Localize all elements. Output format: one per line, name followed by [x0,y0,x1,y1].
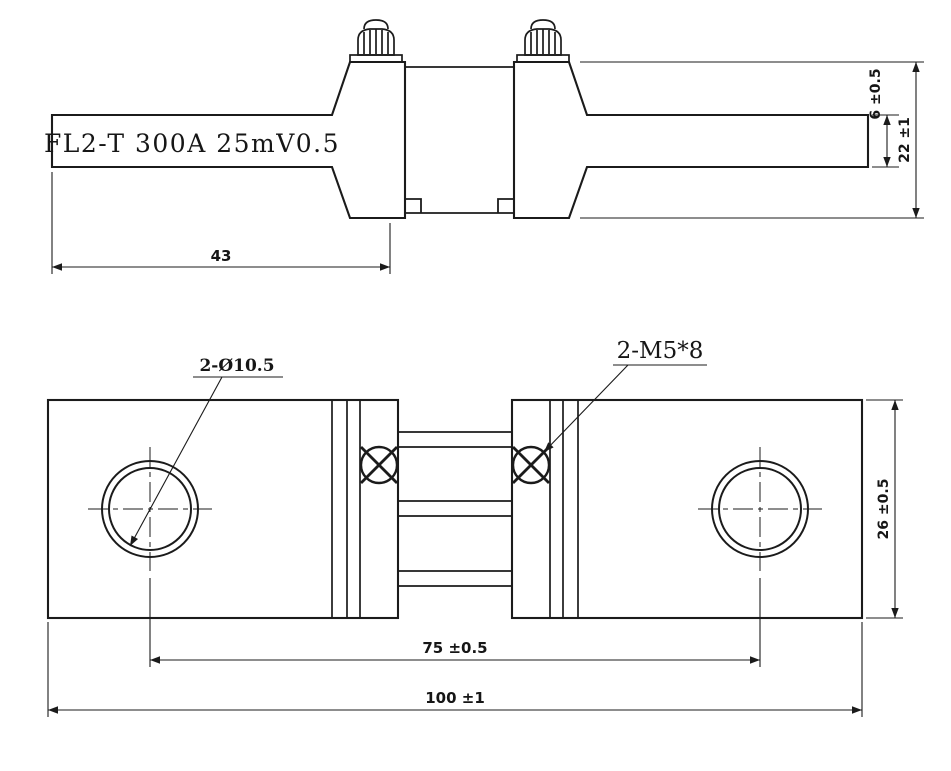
dim-overall-height [580,61,924,219]
right-block-outline [510,398,864,620]
callout-holes-leader [129,376,283,547]
resistive-element-side [405,66,514,214]
dim-blade-length-text: 43 [211,247,232,265]
resistive-straps-plan [398,431,512,587]
left-block-outline [46,398,400,620]
side-view-outlines [50,18,870,220]
left-terminal-outline [50,60,407,220]
callout-holes-text: 2-Ø10.5 [199,356,274,376]
side-view [50,18,924,274]
callout-screws-leader [543,364,707,453]
dim-blade-thickness [872,114,899,168]
clamp-plate-edges [331,400,579,618]
dim-blade-length [51,172,391,274]
hole-centerlines [88,447,822,571]
dim-overall-width-text: 26 ±0.5 [876,479,892,540]
plan-view-dimension-lines [47,364,903,717]
callout-screws-text: 2-M5*8 [617,338,704,364]
dim-overall-width [866,399,903,619]
side-view-dimension-lines [51,61,924,274]
dim-hole-spacing-text: 75 ±0.5 [422,639,487,657]
dim-overall-length-text: 100 ±1 [425,689,485,707]
dim-blade-thickness-text: 6 ±0.5 [868,68,884,119]
terminal-screw-side-right [515,18,571,64]
drawing-labels: FL2-T 300A 25mV0.5 43 6 ±0.5 22 ±1 2-Ø10… [44,68,913,707]
screw-plan-left [359,445,399,485]
part-label: FL2-T 300A 25mV0.5 [44,129,340,158]
dim-overall-height-text: 22 ±1 [897,117,913,163]
dim-hole-spacing [149,578,761,667]
screw-plan-right [511,445,551,485]
plan-view [46,364,903,717]
right-terminal-outline [512,60,870,220]
dim-overall-length [47,622,863,717]
terminal-screw-side-left [349,19,403,63]
